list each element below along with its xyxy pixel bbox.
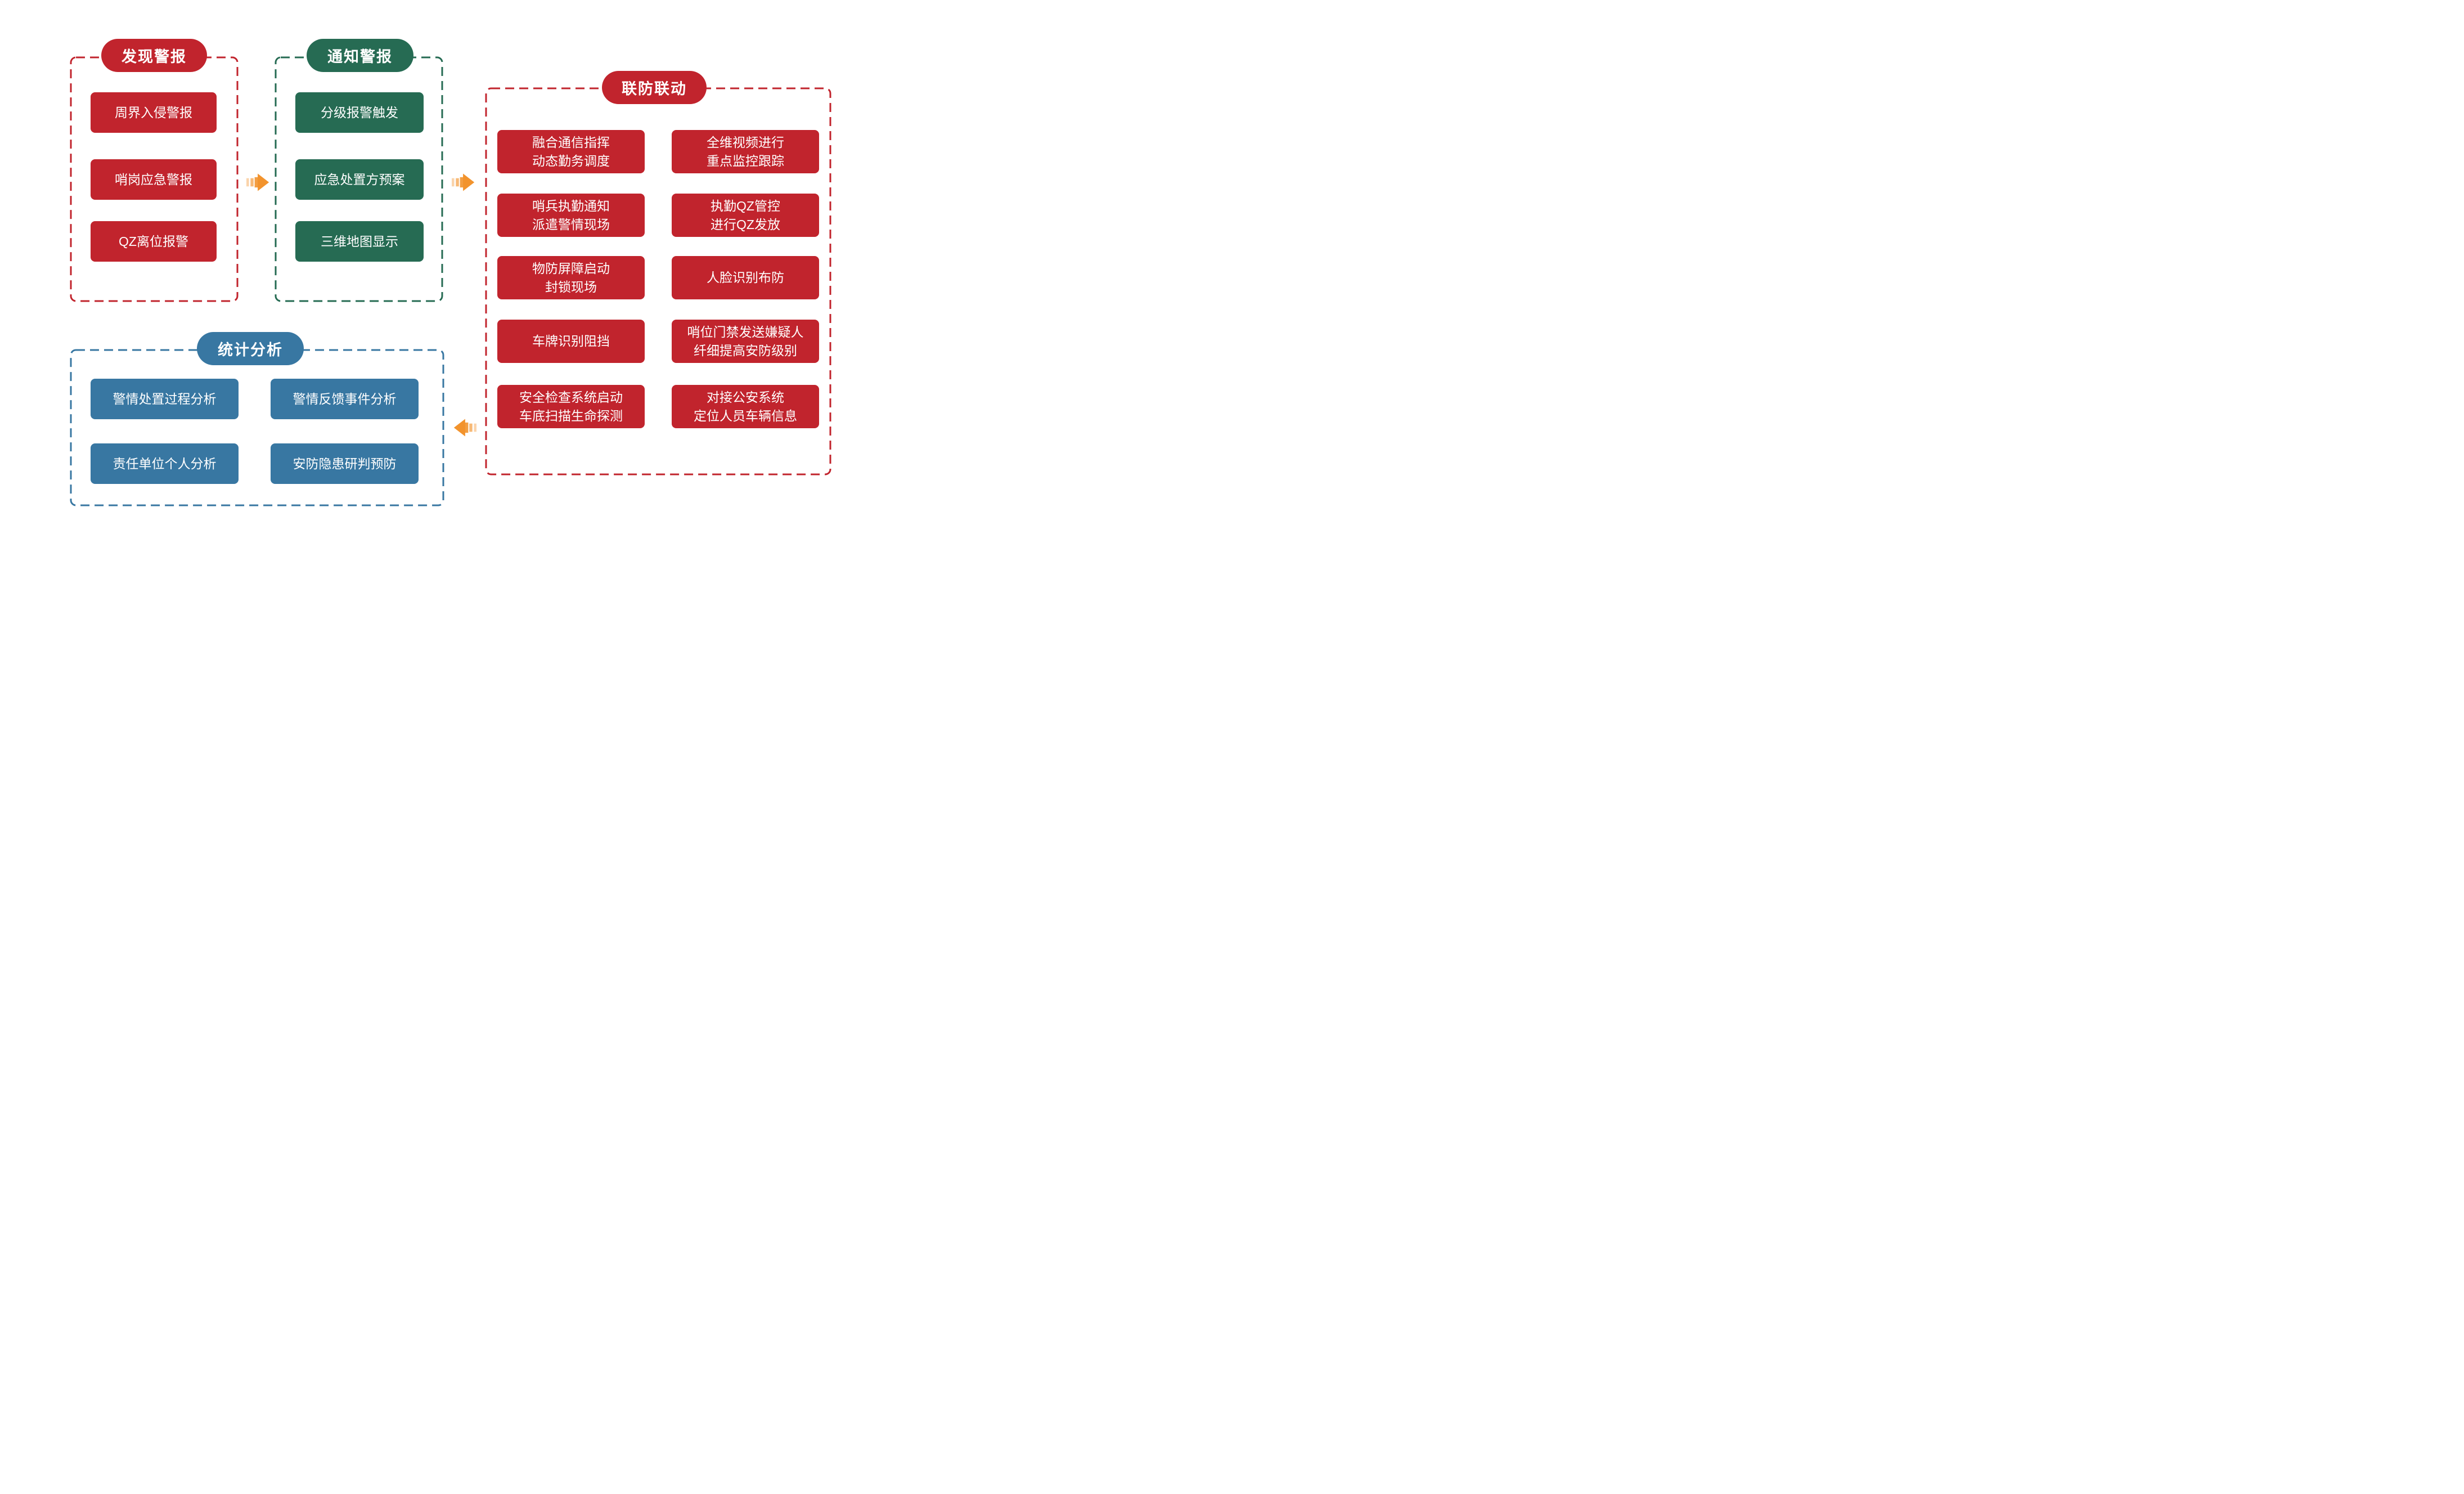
node-responsible-unit-person-analysis: 责任单位个人分析 [91,443,239,484]
node-face-recognition-deploy: 人脸识别布防 [672,256,819,299]
node-panoramic-video-tracking: 全维视频进行 重点监控跟踪 [672,130,819,173]
node-physical-barrier-lockdown: 物防屏障启动 封锁现场 [497,256,645,299]
node-police-system-link: 对接公安系统 定位人员车辆信息 [672,385,819,428]
header-joint-defense: 联防联动 [602,71,707,104]
node-security-check-scan: 安全检查系统启动 车底扫描生命探测 [497,385,645,428]
node-fusion-comm-dispatch: 融合通信指挥 动态勤务调度 [497,130,645,173]
node-security-hazard-prediction: 安防隐患研判预防 [271,443,419,484]
node-alarm-feedback-event-analysis: 警情反馈事件分析 [271,379,419,419]
group-box-joint-defense [485,87,831,475]
node-alarm-handling-process-analysis: 警情处置过程分析 [91,379,239,419]
header-notify-alert: 通知警报 [307,39,413,72]
node-graded-alarm-trigger: 分级报警触发 [295,92,424,133]
node-sentry-duty-notify: 哨兵执勤通知 派遣警情现场 [497,194,645,237]
node-sentry-access-suspect-alert: 哨位门禁发送嫌疑人 纤细提高安防级别 [672,320,819,363]
node-3d-map-display: 三维地图显示 [295,221,424,262]
node-emergency-response-plan: 应急处置方预案 [295,159,424,200]
group-box-statistics-analysis [70,349,444,506]
header-statistics-analysis: 统计分析 [197,332,304,365]
node-sentry-emergency-alarm: 哨岗应急警报 [91,159,217,200]
node-perimeter-intrusion-alarm: 周界入侵警报 [91,92,217,133]
arrow-linkage-to-statistics-icon [453,417,476,438]
diagram-canvas: 发现警报 周界入侵警报 哨岗应急警报 QZ离位报警 通知警报 分级报警触发 应急… [0,0,882,535]
node-qz-offposition-alarm: QZ离位报警 [91,221,217,262]
node-duty-qz-control: 执勤QZ管控 进行QZ发放 [672,194,819,237]
header-discover-alert: 发现警报 [101,39,207,72]
arrow-discover-to-notify-icon [246,172,270,193]
node-plate-recognition-block: 车牌识别阻挡 [497,320,645,363]
arrow-notify-to-linkage-icon [452,172,475,193]
